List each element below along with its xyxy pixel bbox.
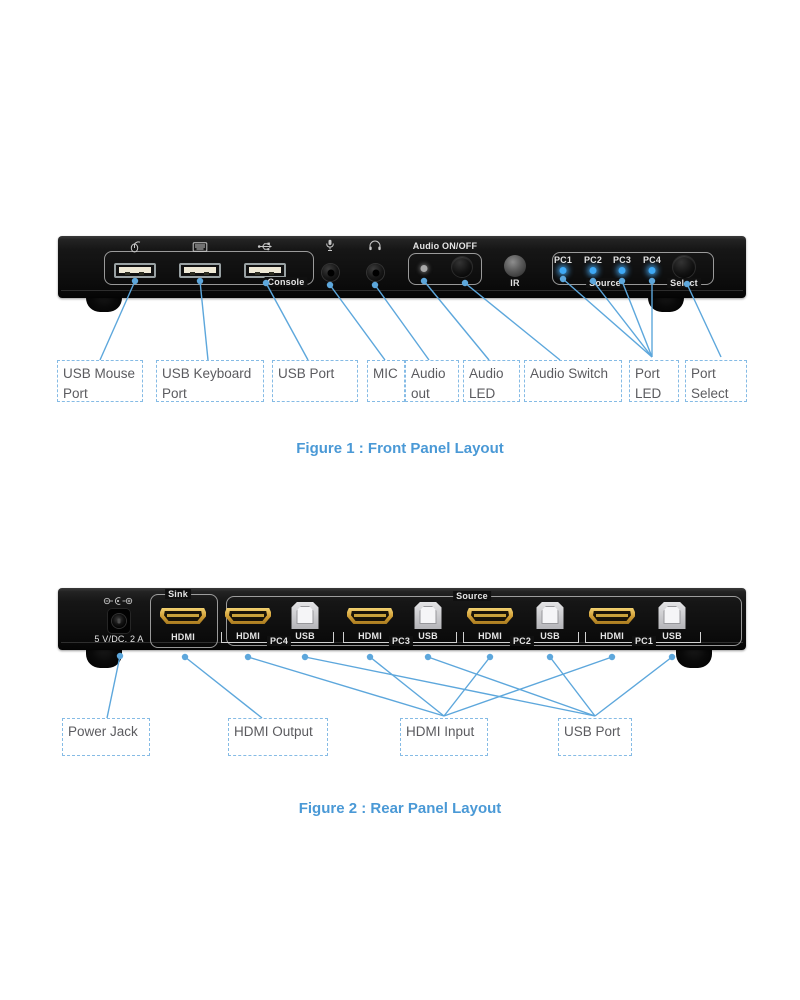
select-label: Select <box>667 278 701 288</box>
audio-out-jack <box>367 264 384 281</box>
hdmi-input-port-pc4 <box>225 608 271 624</box>
dc-polarity-icon <box>103 596 133 606</box>
power-jack <box>107 608 131 634</box>
callout-usb-port: USB Port <box>558 718 632 756</box>
sink-label: Sink <box>165 589 191 599</box>
rear-panel: 5 V/DC. 2 A Sink HDMI Source HDMI PC4 US… <box>58 588 746 650</box>
pc4-group-label: PC4 <box>266 636 292 646</box>
usb-label-pc2: USB <box>540 631 560 641</box>
hdmi-output-port <box>160 608 206 624</box>
console-group-box <box>104 251 314 285</box>
pc3-led <box>618 267 626 274</box>
headphones-icon <box>369 240 382 251</box>
usb-port-pc1 <box>658 602 686 629</box>
mic-jack <box>322 264 339 281</box>
pc4-label: PC4 <box>642 255 662 265</box>
hdmi-label-pc1: HDMI <box>600 631 624 641</box>
callout-audio-out: Audio out <box>405 360 459 402</box>
hdmi-label-pc2: HDMI <box>478 631 502 641</box>
usb-port-pc2 <box>536 602 564 629</box>
usb-label-pc3: USB <box>418 631 438 641</box>
hdmi-input-port-pc2 <box>467 608 513 624</box>
usb-console-port <box>244 263 286 278</box>
pc1-group-label: PC1 <box>631 636 657 646</box>
sink-hdmi-label: HDMI <box>171 632 195 642</box>
ir-label: IR <box>510 278 520 288</box>
console-label: Console <box>264 277 308 287</box>
pc3-group-label: PC3 <box>388 636 414 646</box>
callout-power-jack: Power Jack <box>62 718 150 756</box>
mouse-icon <box>129 240 142 253</box>
usb-label-pc1: USB <box>662 631 682 641</box>
usb-mouse-port <box>114 263 156 278</box>
figure2-caption: Figure 2 : Rear Panel Layout <box>298 800 502 817</box>
usb-port-pc4 <box>291 602 319 629</box>
callout-port-select: Port Select <box>685 360 747 402</box>
front-source-label: Source <box>586 278 624 288</box>
callout-port-led: Port LED <box>629 360 679 402</box>
select-button <box>673 256 695 278</box>
pc1-label: PC1 <box>553 255 573 265</box>
hdmi-input-port-pc1 <box>589 608 635 624</box>
figure1-caption: Figure 1 : Front Panel Layout <box>296 440 504 457</box>
callout-audio-led: Audio LED <box>463 360 520 402</box>
audio-onoff-label: Audio ON/OFF <box>412 241 478 251</box>
usb-label-pc4: USB <box>295 631 315 641</box>
usb-icon <box>257 241 273 252</box>
pc2-label: PC2 <box>583 255 603 265</box>
mic-icon <box>326 239 335 252</box>
keyboard-icon <box>192 242 208 252</box>
front-panel: Console <box>58 236 746 298</box>
callout-usb-mouse-port: USB Mouse Port <box>57 360 143 402</box>
audio-led <box>420 265 428 272</box>
pc2-group-label: PC2 <box>509 636 535 646</box>
panel-seam <box>61 290 743 291</box>
usb-keyboard-port <box>179 263 221 278</box>
usb-port-pc3 <box>414 602 442 629</box>
callout-usb-port: USB Port <box>272 360 358 402</box>
hdmi-label-pc3: HDMI <box>358 631 382 641</box>
pc1-led <box>559 267 567 274</box>
hdmi-input-port-pc3 <box>347 608 393 624</box>
callout-hdmi-input: HDMI Input <box>400 718 488 756</box>
power-rating-label: 5 V/DC. 2 A <box>94 634 144 644</box>
callout-hdmi-output: HDMI Output <box>228 718 328 756</box>
callout-usb-keyboard-port: USB Keyboard Port <box>156 360 264 402</box>
callout-audio-switch: Audio Switch <box>524 360 622 402</box>
callout-mic: MIC <box>367 360 405 402</box>
ir-receiver <box>504 255 526 277</box>
audio-switch-button <box>452 257 472 277</box>
pc2-led <box>589 267 597 274</box>
pc4-led <box>648 267 656 274</box>
rear-source-label: Source <box>453 591 491 601</box>
pc3-label: PC3 <box>612 255 632 265</box>
hdmi-label-pc4: HDMI <box>236 631 260 641</box>
